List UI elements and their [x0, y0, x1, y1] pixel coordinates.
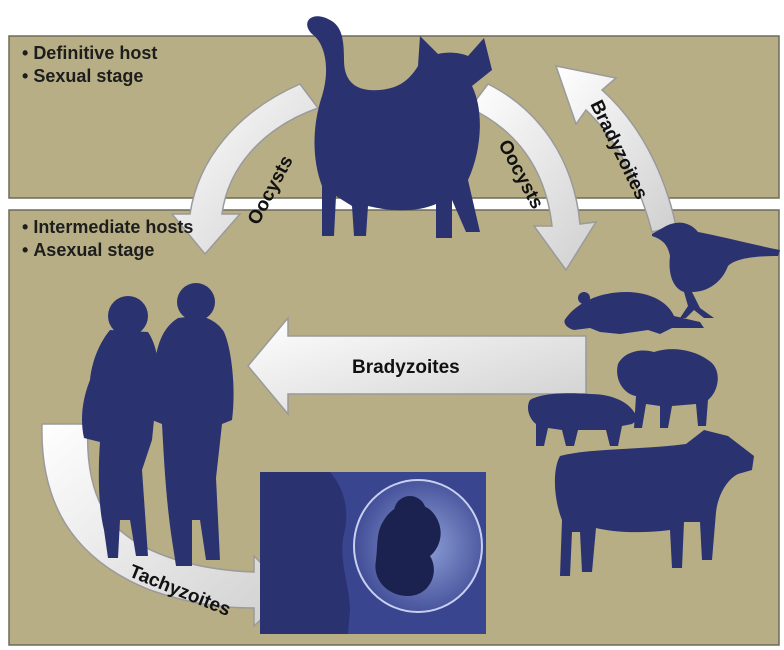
pregnant-fetus-inset — [260, 472, 486, 634]
bullet-intermediate-hosts: Intermediate hosts — [22, 216, 202, 239]
definitive-host-bullets: Definitive host Sexual stage — [22, 42, 157, 88]
intermediate-host-bullets: Intermediate hosts Asexual stage — [22, 216, 202, 262]
bradyzoites-main-label: Bradyzoites — [352, 357, 460, 378]
bullet-definitive-host: Definitive host — [22, 42, 157, 65]
bullet-asexual-stage: Asexual stage — [22, 239, 202, 262]
bullet-sexual-stage: Sexual stage — [22, 65, 157, 88]
